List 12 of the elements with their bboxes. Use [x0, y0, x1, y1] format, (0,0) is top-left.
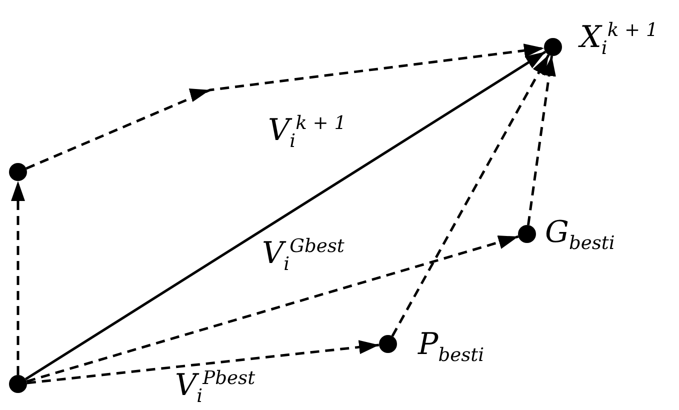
point-dot [9, 375, 27, 393]
point-dot [544, 38, 562, 56]
dashed-arrow [26, 340, 380, 384]
dashed-arrow [11, 181, 25, 375]
arrow [24, 50, 546, 380]
dashed-arrow [26, 44, 544, 170]
dashed-arrow [26, 235, 519, 383]
dashed-arrow [527, 56, 556, 226]
dashed-arrow [391, 54, 550, 337]
point-dot [9, 163, 27, 181]
point-dot [518, 225, 536, 243]
point-dot [379, 335, 397, 353]
